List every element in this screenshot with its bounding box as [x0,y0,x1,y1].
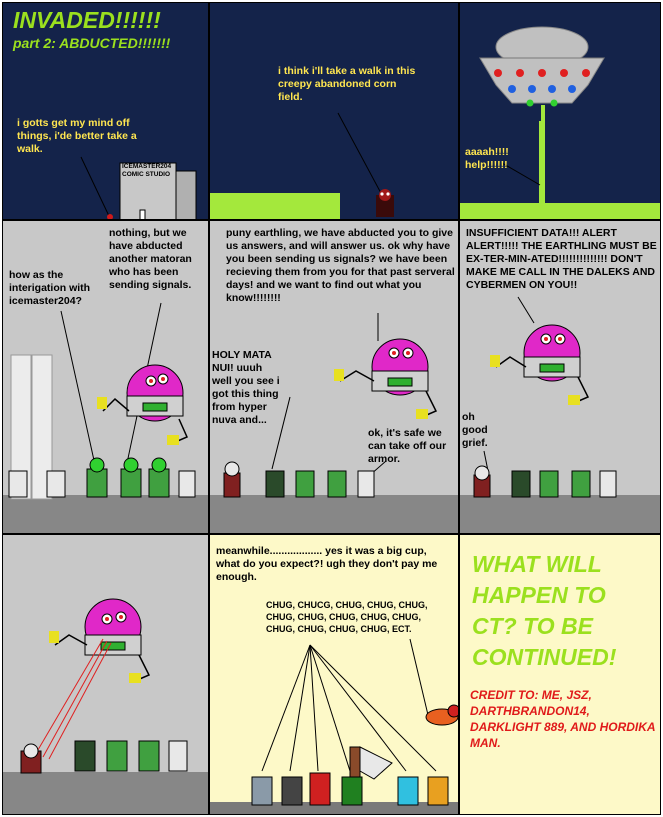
chug-text: CHUG, CHUCG, CHUG, CHUG, CHUG, CHUG, CHU… [266,600,428,634]
speech-insufficient-data: INSUFFICIENT DATA!!! ALERT ALERT!!!!! TH… [466,227,657,291]
alien-lecture [223,313,438,498]
speech-abducted: nothing, but we have abducted another ma… [109,227,192,291]
walker-figure [376,189,394,217]
studio-building [80,156,197,219]
alien-robot [49,598,151,683]
studio-sign: ICEMASTER204 COMIC STUDIO [122,163,172,178]
panel-1: INVADED!!!!!! part 2: ABDUCTED!!!!!!! i … [2,2,209,220]
chug-crowd [251,638,458,806]
panel-3: aaaah!!!! help!!!!!! [459,2,661,220]
speech-holy-mata-nui: HOLY MATA NUI! uuuh well you see i got t… [212,349,280,426]
comic-subtitle: part 2: ABDUCTED!!!!!!! [13,35,171,51]
matoran-group [8,457,196,498]
alien-robot [97,364,188,445]
panel-6: INSUFFICIENT DATA!!! ALERT ALERT!!!!! TH… [459,220,661,534]
alien-robot [490,324,590,405]
speech-good-grief: oh good grief. [462,411,488,449]
speech-armor: ok, it's safe we can take off our armor. [368,427,447,465]
speech-cornfield: i think i'll take a walk in this creepy … [278,65,416,103]
panel-5: puny earthling, we have abducted you to … [209,220,459,534]
panel-2: i think i'll take a walk in this creepy … [209,2,459,220]
panel-7 [2,534,209,815]
caption-meanwhile: meanwhile.................. yes it was a… [216,545,438,583]
speech-walk: i gotts get my mind off things, i'de bet… [17,117,137,155]
comic-title: INVADED!!!!!! [13,7,161,33]
cornfield-scene [210,112,394,219]
speech-interrogation: how as the interigation with icemaster20… [9,269,91,307]
alien-alert [473,296,617,498]
to-be-continued-headline: WHAT WILL HAPPEN TO CT? TO BE CONTINUED! [472,551,617,670]
alien-beam-scene [20,598,188,774]
panel-8: meanwhile.................. yes it was a… [209,534,459,815]
credits-text: CREDIT TO: ME, JSZ, DARTHBRANDON14, DARK… [470,688,656,750]
panel-4: how as the interigation with icemaster20… [2,220,209,534]
speech-puny-earthling: puny earthling, we have abducted you to … [226,227,455,304]
speech-help: aaaah!!!! help!!!!!! [465,146,509,171]
panel-9: WHAT WILL HAPPEN TO CT? TO BE CONTINUED!… [459,534,661,815]
alien-robot [334,338,438,419]
interrogation-room [10,302,188,500]
flying-figure [425,704,458,726]
ufo-scene [460,26,660,219]
